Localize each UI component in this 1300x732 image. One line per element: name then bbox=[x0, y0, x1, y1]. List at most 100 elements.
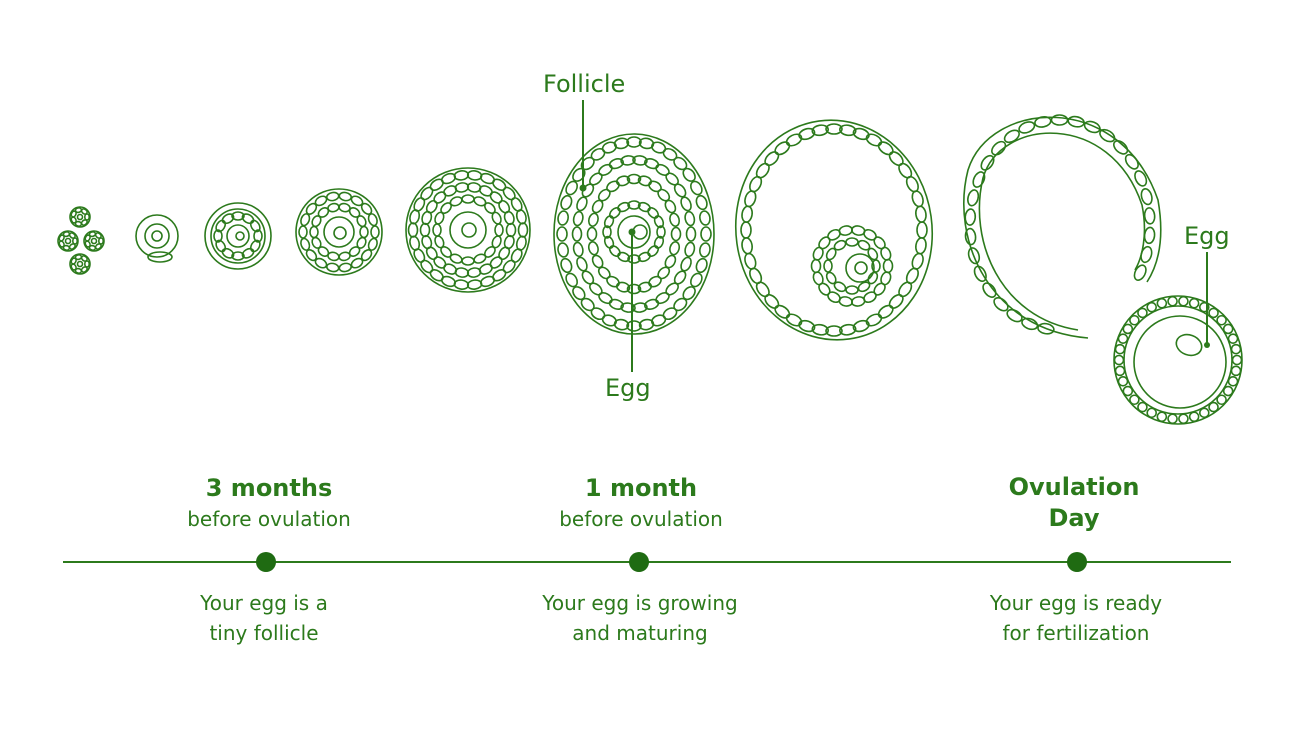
granulosa-cell bbox=[991, 140, 1007, 156]
released-egg bbox=[1133, 315, 1227, 409]
granulosa-cell bbox=[877, 304, 894, 319]
granulosa-cell bbox=[213, 229, 223, 243]
granulosa-cell bbox=[682, 167, 696, 182]
granulosa-cell bbox=[653, 215, 665, 229]
primordial-egg bbox=[64, 237, 72, 245]
granulosa-cell bbox=[608, 158, 624, 170]
primary-egg bbox=[144, 223, 170, 249]
granulosa-cell bbox=[626, 136, 642, 148]
granulosa-cell bbox=[581, 270, 595, 285]
cumulus-cell bbox=[833, 239, 847, 251]
granulosa-cell bbox=[461, 194, 475, 204]
granulosa-cell bbox=[94, 232, 102, 239]
stage-title: Day bbox=[1048, 504, 1100, 532]
granulosa-cell bbox=[620, 155, 636, 166]
corona-cell bbox=[1122, 323, 1134, 335]
corona-cell bbox=[1146, 301, 1158, 313]
granulosa-cell bbox=[453, 279, 470, 290]
granulosa-cell bbox=[249, 219, 261, 233]
granulosa-cell bbox=[680, 256, 692, 272]
granulosa-cell bbox=[699, 210, 711, 226]
granulosa-cell bbox=[613, 137, 630, 150]
cumulus-cell bbox=[845, 285, 859, 295]
zona-pellucida bbox=[1123, 305, 1233, 415]
primordial-egg bbox=[90, 237, 98, 245]
granulosa-cell bbox=[420, 186, 434, 201]
granulosa-cell bbox=[300, 237, 311, 251]
granulosa-cell bbox=[1018, 121, 1036, 134]
corona-cell bbox=[1208, 307, 1219, 319]
corona-cell bbox=[1208, 401, 1219, 413]
corona-cell bbox=[1230, 343, 1242, 355]
granulosa-cell bbox=[637, 251, 651, 263]
granulosa-cell bbox=[865, 133, 883, 147]
granulosa-cell bbox=[356, 215, 367, 228]
granulosa-cell bbox=[215, 219, 227, 233]
description-line: Your egg is a bbox=[200, 591, 328, 615]
description-line: and maturing bbox=[572, 621, 708, 645]
granulosa-cell bbox=[241, 213, 255, 225]
granulosa-cell bbox=[764, 293, 780, 309]
granulosa-cell bbox=[647, 245, 659, 257]
corona-cell bbox=[1167, 413, 1178, 425]
granulosa-cell bbox=[825, 123, 843, 135]
granulosa-cell bbox=[689, 180, 703, 196]
granulosa-cell bbox=[655, 163, 670, 176]
granulosa-cell bbox=[466, 267, 482, 278]
growing-follicle bbox=[295, 188, 383, 276]
egg-nucleus bbox=[854, 261, 868, 275]
corona-cell bbox=[1188, 297, 1200, 309]
primordial-egg bbox=[76, 260, 84, 268]
egg-nucleus bbox=[461, 222, 477, 238]
egg-nucleus bbox=[151, 230, 163, 242]
secondary-follicle bbox=[204, 202, 272, 270]
granulosa-cell bbox=[972, 171, 986, 188]
granulosa-cell bbox=[638, 137, 655, 150]
granulosa-cell bbox=[865, 313, 883, 327]
granulosa-cell bbox=[980, 154, 995, 171]
granulosa-cell bbox=[466, 279, 483, 290]
corona-cell bbox=[1146, 407, 1158, 419]
corona-cell bbox=[1231, 354, 1243, 366]
granulosa-cell bbox=[699, 242, 711, 258]
corona-cell bbox=[1129, 394, 1140, 406]
granulosa-cell bbox=[656, 225, 666, 239]
granulosa-cell bbox=[572, 210, 584, 227]
egg-right-leader-dot bbox=[1204, 342, 1210, 348]
corona-cell bbox=[1230, 365, 1242, 377]
granulosa-cell bbox=[587, 241, 599, 256]
granulosa-cell bbox=[617, 251, 631, 263]
granulosa-cell bbox=[309, 225, 319, 239]
granulosa-cell bbox=[684, 210, 696, 227]
follicle-inner-wall bbox=[210, 208, 266, 264]
granulosa-cell bbox=[1140, 188, 1153, 206]
timeline-dot-1-month bbox=[629, 552, 649, 572]
corona-cell bbox=[1188, 411, 1200, 423]
corona-cell bbox=[1227, 333, 1239, 344]
preantral-follicle bbox=[405, 167, 531, 293]
granulosa-cell bbox=[774, 141, 791, 156]
granulosa-cell bbox=[576, 256, 588, 272]
antral-egg bbox=[617, 215, 651, 249]
granulosa-cell bbox=[370, 225, 380, 239]
corona-cell bbox=[1216, 394, 1227, 406]
granulosa-cell bbox=[609, 245, 621, 257]
granulosa-cell bbox=[967, 189, 980, 207]
granulosa-cell bbox=[598, 292, 613, 305]
granulosa-cell bbox=[744, 190, 757, 208]
granulosa-cell bbox=[1037, 322, 1055, 335]
granulosa-cell bbox=[785, 313, 803, 327]
follicle-label: Follicle bbox=[543, 70, 626, 98]
cumulus-cell bbox=[873, 282, 886, 296]
stage-3-months-description: Your egg is a tiny follicle bbox=[104, 588, 424, 648]
granulosa-cell bbox=[602, 225, 612, 239]
follicle-leader-dot bbox=[579, 184, 587, 192]
cumulus-cell bbox=[810, 258, 822, 274]
granulosa-cell bbox=[587, 212, 599, 227]
stage-1-month-description: Your egg is growing and maturing bbox=[480, 588, 800, 648]
granulosa-cell bbox=[249, 239, 261, 253]
granulosa-cell bbox=[517, 222, 529, 238]
granulosa-cell bbox=[571, 226, 583, 242]
granulosa-cell bbox=[603, 215, 615, 229]
cumulus-cell bbox=[873, 236, 886, 250]
